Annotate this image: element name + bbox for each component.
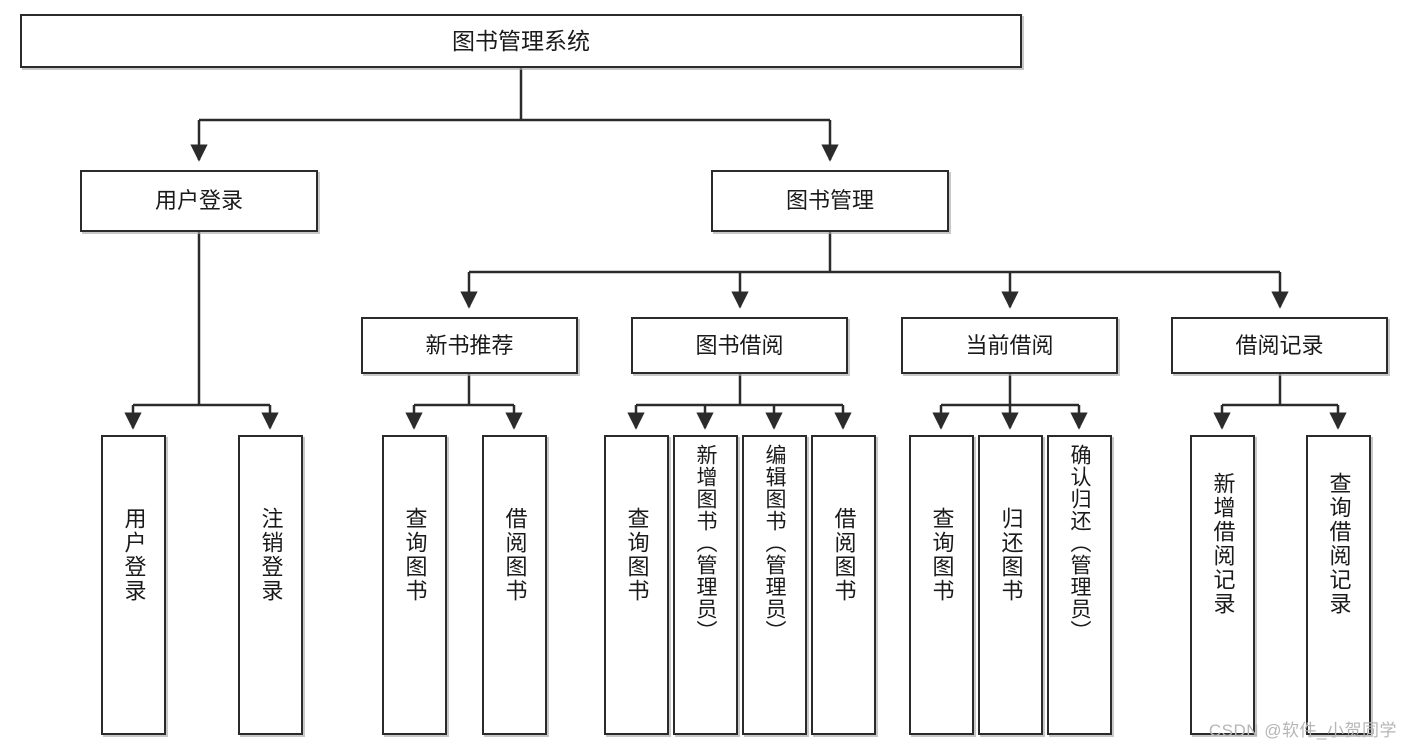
node-leaf-confirm-return[interactable]: 确认归还（管理员） xyxy=(1047,435,1112,735)
csdn-watermark: CSDN @软件_小贺同学 xyxy=(1208,721,1397,740)
node-leaf-user-login[interactable]: 用户登录 xyxy=(101,435,166,735)
node-borrow-record-label: 借阅记录 xyxy=(1235,332,1324,358)
node-leaf-add-record[interactable]: 新增借阅记录 xyxy=(1190,435,1255,735)
node-borrow-record[interactable]: 借阅记录 xyxy=(1171,317,1388,374)
node-leaf-return-book-label: 归还图书 xyxy=(998,507,1024,603)
node-user-login[interactable]: 用户登录 xyxy=(80,170,318,232)
node-leaf-add-book-label: 新增图书（管理员） xyxy=(694,444,717,642)
node-leaf-logout-login-label: 注销登录 xyxy=(258,507,284,603)
node-leaf-borrow-book-1[interactable]: 借阅图书 xyxy=(482,435,547,735)
node-leaf-borrow-book-2[interactable]: 借阅图书 xyxy=(811,435,876,735)
node-leaf-edit-book-label: 编辑图书（管理员） xyxy=(763,444,786,642)
node-leaf-query-record-label: 查询借阅记录 xyxy=(1326,472,1352,616)
node-leaf-add-record-label: 新增借阅记录 xyxy=(1210,472,1236,616)
node-leaf-query-book-3[interactable]: 查询图书 xyxy=(909,435,974,735)
node-leaf-query-book-3-label: 查询图书 xyxy=(929,507,955,603)
node-leaf-query-book-1[interactable]: 查询图书 xyxy=(382,435,447,735)
node-leaf-confirm-return-label: 确认归还（管理员） xyxy=(1068,444,1091,642)
node-book-borrow-label: 图书借阅 xyxy=(695,332,784,358)
node-leaf-query-book-1-label: 查询图书 xyxy=(402,507,428,603)
node-root[interactable]: 图书管理系统 xyxy=(20,14,1022,68)
node-leaf-add-book[interactable]: 新增图书（管理员） xyxy=(673,435,738,735)
node-user-login-label: 用户登录 xyxy=(154,188,243,214)
node-new-book-recommend-label: 新书推荐 xyxy=(425,332,514,358)
node-leaf-query-book-2-label: 查询图书 xyxy=(624,507,650,603)
node-leaf-query-book-2[interactable]: 查询图书 xyxy=(604,435,669,735)
node-book-manage-label: 图书管理 xyxy=(785,188,874,214)
node-new-book-recommend[interactable]: 新书推荐 xyxy=(361,317,578,374)
node-leaf-return-book[interactable]: 归还图书 xyxy=(978,435,1043,735)
node-leaf-logout-login[interactable]: 注销登录 xyxy=(238,435,303,735)
node-book-manage[interactable]: 图书管理 xyxy=(711,170,949,232)
node-current-borrow[interactable]: 当前借阅 xyxy=(901,317,1118,374)
node-leaf-user-login-label: 用户登录 xyxy=(121,507,147,603)
node-leaf-edit-book[interactable]: 编辑图书（管理员） xyxy=(742,435,807,735)
node-leaf-borrow-book-2-label: 借阅图书 xyxy=(831,507,857,603)
node-root-label: 图书管理系统 xyxy=(452,27,590,54)
node-book-borrow[interactable]: 图书借阅 xyxy=(631,317,848,374)
node-current-borrow-label: 当前借阅 xyxy=(965,332,1054,358)
node-leaf-query-record[interactable]: 查询借阅记录 xyxy=(1306,435,1371,735)
node-leaf-borrow-book-1-label: 借阅图书 xyxy=(502,507,528,603)
